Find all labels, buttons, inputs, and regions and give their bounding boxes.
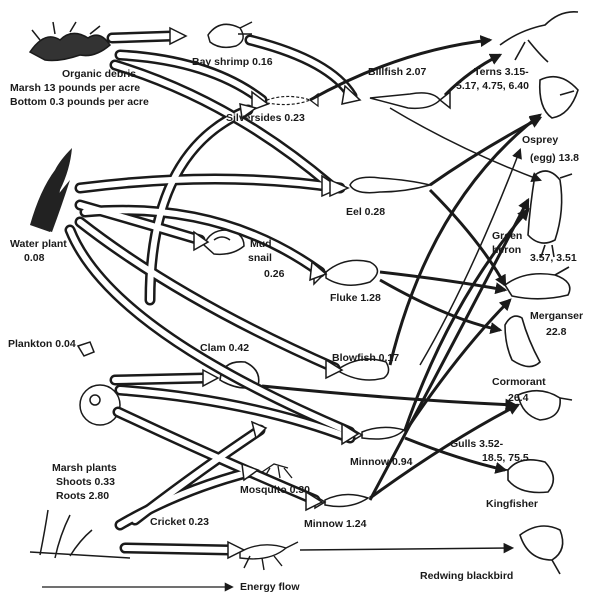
osprey-sketch [540, 77, 578, 118]
minnow-1-label: Minnow 0.94 [350, 456, 412, 468]
legend-label: Energy flow [240, 581, 300, 593]
marsh-plants-roots: Roots 2.80 [56, 490, 109, 502]
mud-snail-label-2: snail [248, 252, 272, 264]
eel-label: Eel 0.28 [346, 206, 385, 218]
merganser-label: Merganser [530, 310, 583, 322]
minnow-2-label: Minnow 1.24 [304, 518, 366, 530]
bay-shrimp-sketch [208, 22, 252, 47]
organic-debris-label: Organic debris [62, 68, 136, 80]
water-plant-sketch [30, 148, 72, 232]
silversides-sketch [262, 94, 318, 106]
osprey-label: Osprey [522, 134, 558, 146]
osprey-egg-label: (egg) 13.8 [530, 152, 579, 164]
redwing-label: Redwing blackbird [420, 570, 513, 582]
flow-cricket-redwing [300, 548, 512, 550]
terns-label-1: Terns 3.15- [474, 66, 529, 78]
mud-snail-label-1: Mud [250, 238, 272, 250]
mud-snail-value: 0.26 [264, 268, 284, 280]
water-plant-label: Water plant [10, 238, 67, 250]
marsh-plants-sketch [30, 510, 130, 558]
cormorant-value: 26.4 [508, 392, 528, 404]
cormorant-label: Cormorant [492, 376, 546, 388]
bay-shrimp-label: Bay shrimp 0.16 [192, 56, 273, 68]
cricket-sketch [240, 542, 298, 570]
cormorant-sketch [505, 316, 540, 366]
gulls-label-2: 18.5, 75.5 [482, 452, 529, 464]
terns-label-2: 5.17, 4.75, 6.40 [456, 80, 529, 92]
flow-clam-gulls [262, 386, 515, 405]
fluke-label: Fluke 1.28 [330, 292, 381, 304]
thin-flows [300, 108, 540, 550]
gulls-label-1: Gulls 3.52- [450, 438, 503, 450]
water-plant-value: 0.08 [24, 252, 44, 264]
green-heron-label-2: heron [492, 244, 521, 256]
predator-arrows [262, 40, 540, 500]
kingfisher-label: Kingfisher [486, 498, 538, 510]
marsh-plants-shoots: Shoots 0.33 [56, 476, 115, 488]
blowfish-label: Blowfish 0.17 [332, 352, 399, 364]
mosquito-label: Mosquito 0.30 [240, 484, 310, 496]
plankton-label: Plankton 0.04 [8, 338, 76, 350]
green-heron-label-1: Green [492, 230, 522, 242]
organic-debris-sketch [30, 22, 110, 60]
minnow-2-sketch [315, 494, 368, 508]
flow-minnow-merganser [405, 300, 510, 432]
organic-debris-marsh: Marsh 13 pounds per acre [10, 82, 140, 94]
billfish-label: Billfish 2.07 [368, 66, 426, 78]
kingfisher-sketch [494, 460, 553, 493]
clam-label: Clam 0.42 [200, 342, 249, 354]
tern-sketch [500, 12, 578, 62]
merganser-value: 22.8 [546, 326, 566, 338]
green-heron-sketch [528, 171, 572, 257]
marsh-plants-label: Marsh plants [52, 462, 117, 474]
organic-debris-bottom: Bottom 0.3 pounds per acre [10, 96, 149, 108]
minnow-1-sketch [352, 427, 404, 441]
eel-sketch [350, 177, 430, 192]
green-heron-value: 3.57, 3.51 [530, 252, 577, 264]
silversides-label: Silversides 0.23 [226, 112, 305, 124]
redwing-sketch [520, 526, 563, 574]
billfish-sketch [370, 92, 450, 108]
cricket-label: Cricket 0.23 [150, 516, 209, 528]
merganser-sketch [505, 267, 570, 299]
